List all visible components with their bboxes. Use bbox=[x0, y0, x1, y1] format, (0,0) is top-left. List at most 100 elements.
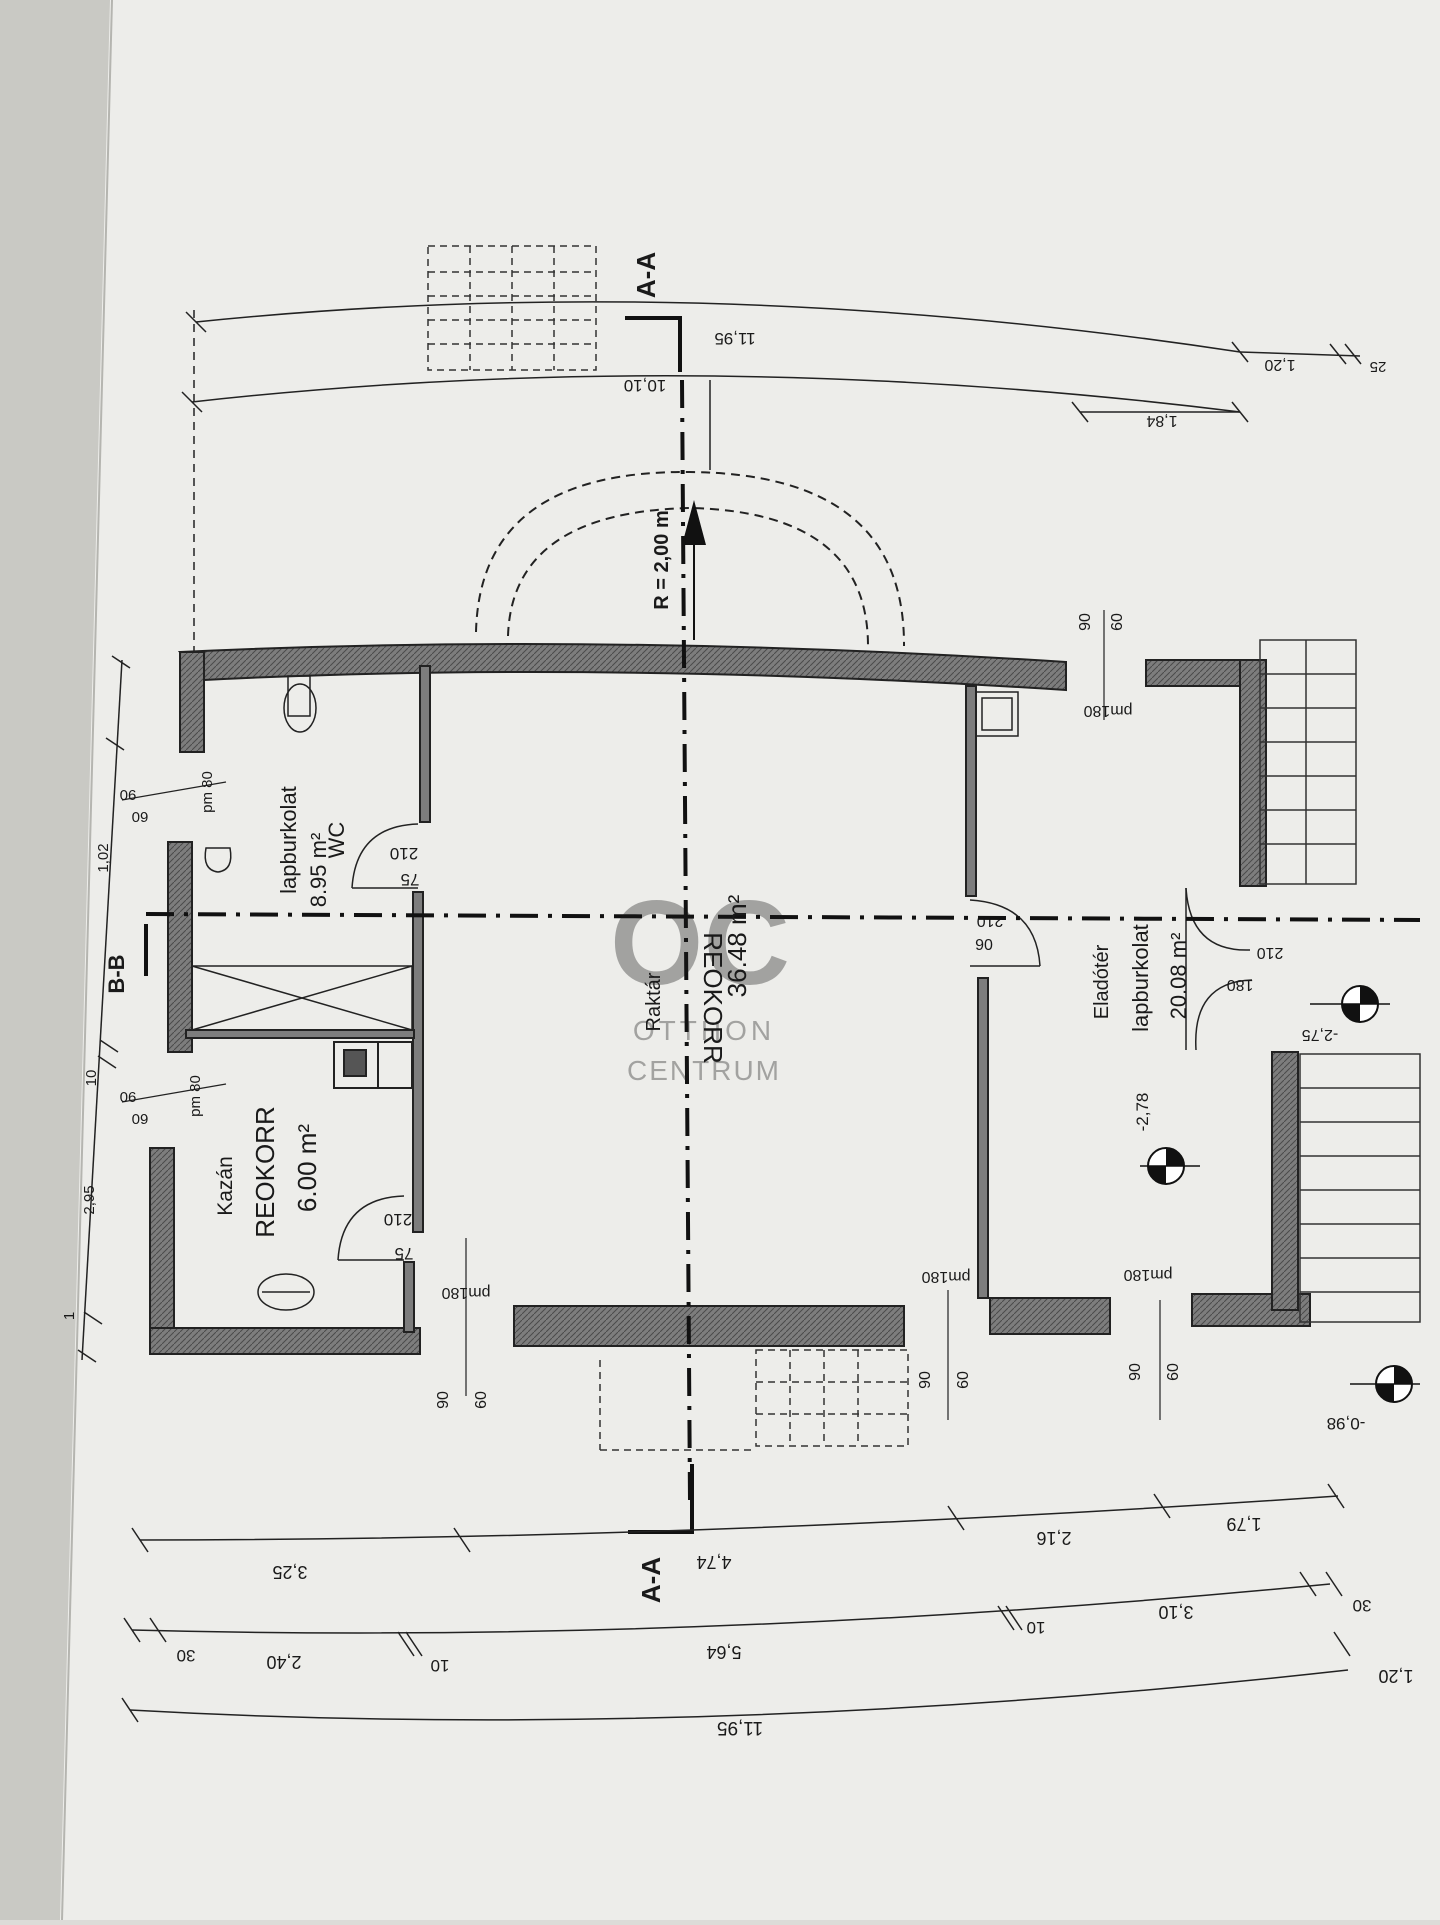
wall-bottom-3 bbox=[989, 1297, 1111, 1335]
wall-int-sales-2 bbox=[977, 977, 989, 1299]
dim-bottom-r2-5: 3,10 bbox=[1158, 1602, 1193, 1622]
door-wc-height: 75 bbox=[401, 870, 420, 889]
win-top-right-w90: 90 bbox=[1077, 613, 1094, 631]
win-bottom-2-pm: pm180 bbox=[921, 1268, 970, 1285]
dim-bottom-r2-0: 30 bbox=[177, 1646, 196, 1665]
room-storage: Raktár REOKORR 36.48 m² bbox=[643, 894, 752, 1063]
door-storage-width: 210 bbox=[977, 912, 1004, 929]
boiler-icon bbox=[257, 1273, 315, 1311]
watermark-logo: OC bbox=[610, 876, 790, 1010]
radius-label: R = 2,00 m bbox=[651, 510, 673, 610]
win-bottom-1-w60: 60 bbox=[473, 1391, 490, 1409]
door-sales-arc-2 bbox=[1195, 979, 1253, 1051]
section-line-aa bbox=[680, 379, 692, 1501]
dim-bottom-r1-0: 3,25 bbox=[272, 1562, 307, 1582]
shower-tray bbox=[191, 965, 413, 1031]
room-boiler-area: 6.00 m² bbox=[292, 1124, 322, 1212]
level-275-label: -2,75 bbox=[1302, 1026, 1339, 1043]
interior-stairs-right bbox=[1259, 639, 1421, 1323]
win-wc-pm: pm 80 bbox=[199, 771, 216, 813]
room-storage-name: Raktár bbox=[643, 972, 665, 1031]
walls bbox=[149, 643, 1311, 1355]
door-wc-width: 210 bbox=[390, 844, 418, 863]
door-storage-arc bbox=[969, 899, 1041, 967]
dim-bottom-r2-1: 2,40 bbox=[266, 1652, 301, 1672]
win-kazan-w90: 90 bbox=[120, 1088, 137, 1105]
wall-int-wc-1 bbox=[419, 665, 431, 823]
win-bottom-1-pm: pm180 bbox=[441, 1284, 490, 1301]
wall-bottom-2 bbox=[513, 1305, 905, 1347]
window-annotations bbox=[121, 610, 1161, 1420]
dim-bottom-r2-3: 5,64 bbox=[706, 1642, 741, 1662]
dim-top-total-1: 11,95 bbox=[714, 329, 755, 348]
dim-bottom-r2-6: 30 bbox=[1353, 1596, 1372, 1615]
room-wc-area: 8.95 m² bbox=[306, 833, 331, 908]
win-top-right-pm: pm180 bbox=[1083, 702, 1132, 719]
bottom-dimension-lines bbox=[121, 1483, 1351, 1723]
top-dimension-lines bbox=[181, 301, 1362, 660]
level-278-label: -2,78 bbox=[1133, 1093, 1152, 1132]
dim-top-3: 25 bbox=[1370, 358, 1387, 375]
win-wc-w90: 90 bbox=[120, 786, 137, 803]
left-dimension-lines bbox=[77, 655, 131, 1363]
room-boiler-name: Kazán bbox=[214, 1156, 237, 1216]
win-kazan-w60: 60 bbox=[132, 1110, 149, 1127]
win-bottom-2-w60: 60 bbox=[955, 1371, 972, 1389]
win-kazan-pm: pm 80 bbox=[187, 1075, 204, 1117]
washbasin-icon bbox=[204, 847, 232, 873]
room-sales: Eladótér lapburkolat 20.08 m² bbox=[1091, 924, 1191, 1032]
section-aa-top-label: A-A bbox=[631, 252, 661, 298]
win-wc-w60: 60 bbox=[132, 808, 149, 825]
dim-left-2: 2,95 bbox=[81, 1185, 98, 1214]
wall-int-wc-2 bbox=[412, 891, 424, 1233]
dim-left-3: 10 bbox=[83, 1070, 100, 1087]
door-sales-height: 180 bbox=[1227, 976, 1254, 993]
win-bottom-1-w90: 90 bbox=[435, 1391, 452, 1409]
paper-sheet bbox=[60, 0, 1440, 1920]
watermark-line2: CENTRUM bbox=[627, 1055, 781, 1086]
section-line-bb bbox=[145, 912, 1421, 922]
door-storage-height: 90 bbox=[975, 937, 993, 954]
dim-bottom-r2-4: 10 bbox=[1027, 1618, 1046, 1637]
room-sales-name: Eladótér bbox=[1091, 944, 1113, 1019]
dim-bottom-r3-1: 1,20 bbox=[1378, 1666, 1413, 1686]
win-bottom-3-pm: pm180 bbox=[1123, 1266, 1172, 1283]
wall-left-2 bbox=[167, 841, 193, 1053]
wall-int-horizontal bbox=[185, 1029, 415, 1039]
door-kazan-height: 75 bbox=[395, 1244, 414, 1263]
level-marker-278: -2,78 bbox=[1133, 1093, 1200, 1185]
room-boiler: Kazán REOKORR 6.00 m² bbox=[214, 1106, 322, 1237]
section-aa-bottom-label: A-A bbox=[636, 1557, 666, 1603]
wall-left-3 bbox=[149, 1147, 175, 1353]
watermark: OC OTTHON CENTRUM bbox=[610, 876, 790, 1086]
dim-top-1: 1,84 bbox=[1146, 412, 1177, 429]
wall-right-1 bbox=[1239, 659, 1267, 887]
door-sales-arc-1 bbox=[1185, 887, 1251, 951]
level-098-label: -0,98 bbox=[1327, 1414, 1366, 1433]
win-bottom-3-w60: 60 bbox=[1165, 1363, 1182, 1381]
wall-bottom-1 bbox=[149, 1327, 421, 1355]
section-bb-left-marker: B-B bbox=[104, 924, 148, 994]
room-storage-finish: REOKORR bbox=[698, 932, 728, 1063]
room-sales-area: 20.08 m² bbox=[1166, 933, 1191, 1020]
wall-int-sales-1 bbox=[965, 685, 977, 897]
ramp-arcs bbox=[475, 470, 906, 647]
wall-right-2 bbox=[1271, 1051, 1299, 1311]
dim-top-2: 1,20 bbox=[1264, 356, 1295, 373]
exterior-stair-bottom bbox=[599, 1349, 909, 1451]
radius-indicator: R = 2,00 m bbox=[651, 500, 706, 640]
wall-top bbox=[177, 643, 1067, 692]
section-bb-label: B-B bbox=[104, 954, 129, 993]
watermark-line1: OTTHON bbox=[633, 1015, 775, 1046]
dim-bottom-r1-2: 2,16 bbox=[1036, 1528, 1071, 1548]
win-bottom-2-w90: 90 bbox=[917, 1371, 934, 1389]
room-sales-finish: lapburkolat bbox=[1128, 924, 1153, 1032]
toilet-icon bbox=[283, 675, 317, 733]
chimney bbox=[333, 1041, 413, 1089]
dim-left-4: 1 bbox=[61, 1312, 78, 1320]
dim-bottom-r1-1: 4,74 bbox=[696, 1552, 731, 1572]
dim-top-total-2: 10,10 bbox=[624, 376, 667, 395]
door-kazan-arc bbox=[337, 1195, 405, 1261]
room-storage-area: 36.48 m² bbox=[722, 894, 752, 997]
